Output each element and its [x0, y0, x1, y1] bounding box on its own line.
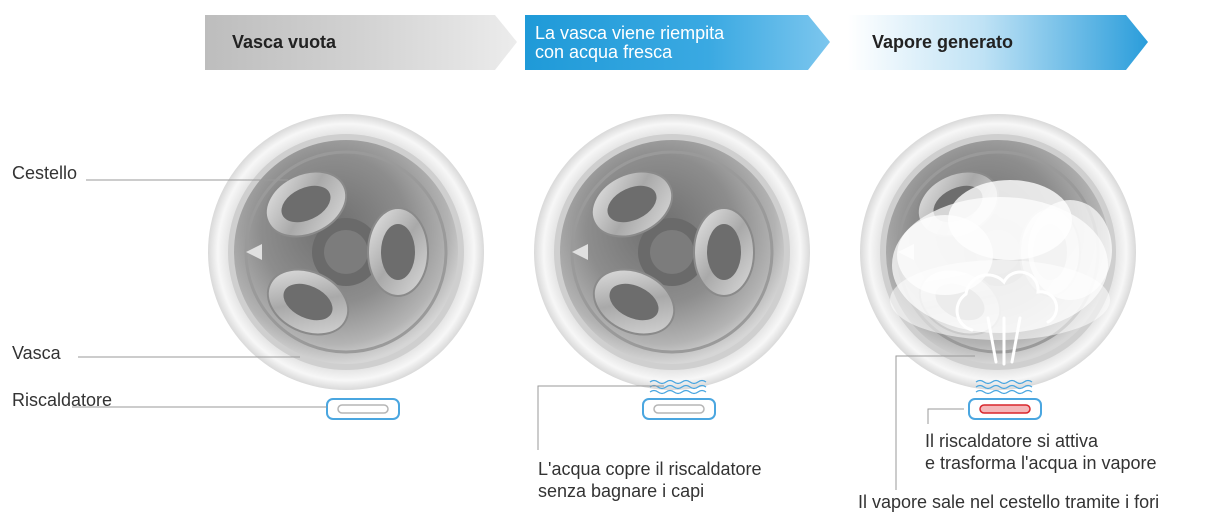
heater-icon: [326, 398, 400, 420]
heater-icon: [642, 398, 716, 420]
annotation-heater: Il riscaldatore si attiva e trasforma l'…: [925, 430, 1157, 474]
annotation-heater-line1: Il riscaldatore si attiva: [925, 431, 1099, 451]
step-3-banner: Vapore generato: [848, 15, 1148, 70]
label-cestello: Cestello: [12, 163, 78, 183]
annotation-water-line2: senza bagnare i capi: [538, 481, 705, 501]
step-2-banner: La vasca viene riempita con acqua fresca: [525, 15, 830, 70]
annotation-heater-line2: e trasforma l'acqua in vapore: [925, 453, 1157, 473]
step-2-label-line1: La vasca viene riempita: [535, 22, 725, 43]
water-waves-icon: [649, 379, 707, 395]
step-2-label-line2: con acqua fresca: [535, 41, 673, 62]
annotation-steam: Il vapore sale nel cestello tramite i fo…: [858, 492, 1160, 512]
step-2-label: La vasca viene riempita con acqua fresca: [535, 15, 724, 70]
label-riscaldatore: Riscaldatore: [12, 390, 113, 410]
water-waves-icon: [975, 379, 1033, 395]
leader-lines: [72, 179, 975, 490]
step-3-label: Vapore generato: [872, 32, 1014, 52]
steam-cloud-icon: [890, 180, 1112, 366]
annotation-water: L'acqua copre il riscaldatore senza bagn…: [538, 458, 762, 502]
step-1-arrow-shape: [205, 15, 517, 70]
step-1-banner: Vasca vuota: [205, 15, 517, 70]
step-1-label: Vasca vuota: [232, 32, 337, 52]
label-vasca: Vasca: [12, 343, 61, 363]
step-3-arrow-shape: [848, 15, 1148, 70]
annotation-water-line1: L'acqua copre il riscaldatore: [538, 459, 762, 479]
heater-hot-icon: [968, 398, 1042, 420]
step-2-arrow-shape: [525, 15, 830, 70]
